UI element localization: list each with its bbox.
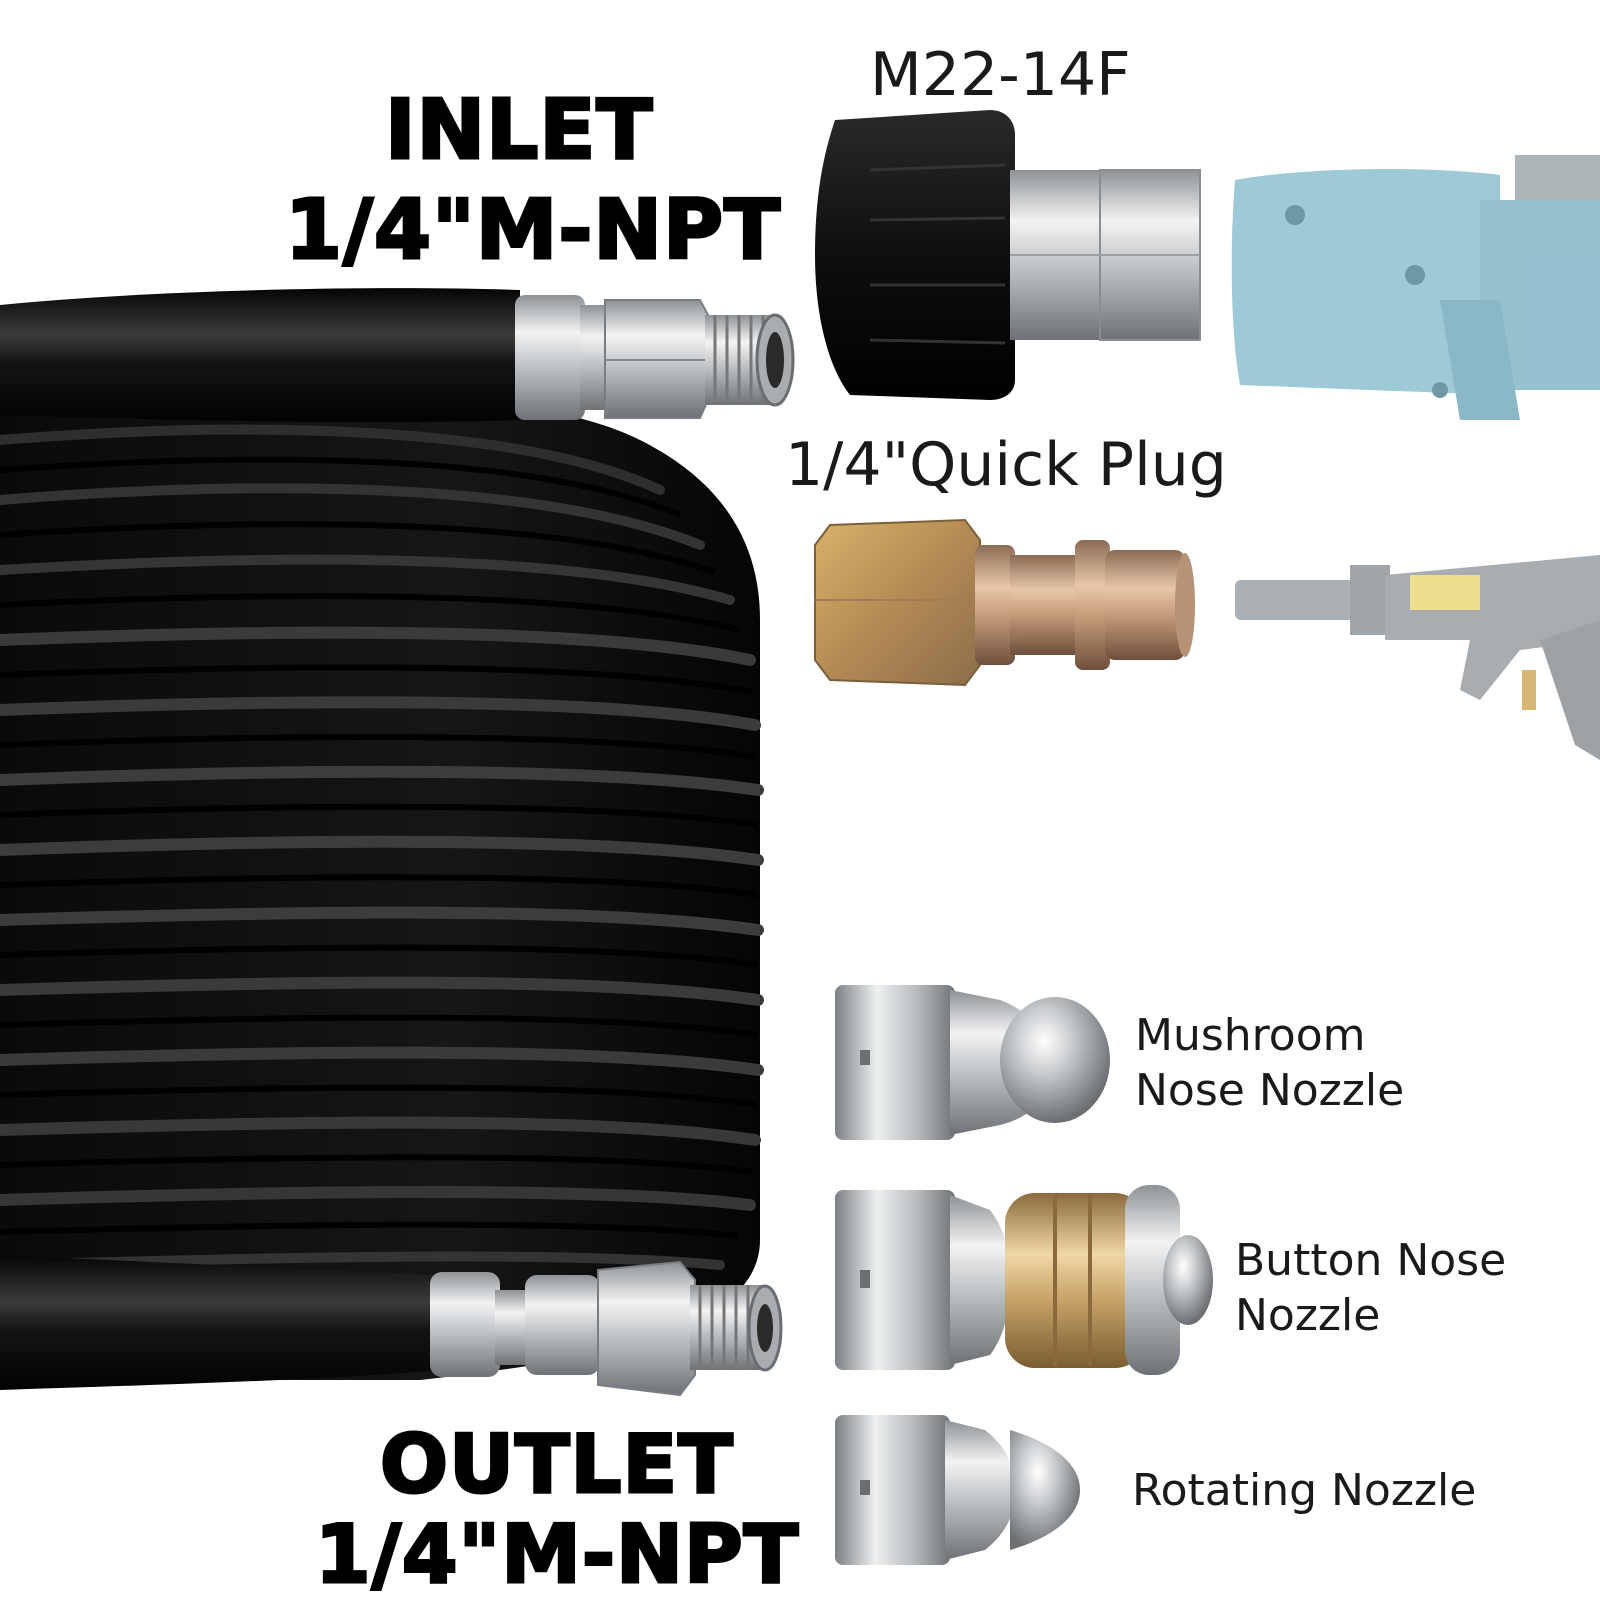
mushroom-nozzle-label-line1: Mushroom [1135, 1010, 1366, 1061]
rotating-nozzle [835, 1415, 1080, 1565]
inlet-title: INLET [383, 83, 654, 178]
button-nozzle-label-line2: Nozzle [1235, 1290, 1381, 1341]
adapter-quick-plug-label: 1/4"Quick Plug [785, 430, 1227, 500]
m22-adapter [815, 110, 1201, 400]
mushroom-nozzle [835, 985, 1110, 1140]
mushroom-nozzle-label-line2: Nose Nozzle [1135, 1065, 1405, 1116]
hose-coil [0, 386, 764, 1381]
rotating-nozzle-label: Rotating Nozzle [1132, 1465, 1477, 1516]
coil-rings [0, 424, 764, 1270]
inlet-fitting [0, 288, 795, 423]
quick-plug [814, 518, 1195, 687]
outlet-fitting [0, 1255, 783, 1397]
outlet-thread: 1/4"M-NPT [313, 1508, 800, 1601]
inlet-thread: 1/4"M-NPT [283, 183, 782, 278]
button-nozzle [835, 1185, 1213, 1375]
pump-illustration [1231, 155, 1600, 420]
button-nozzle-label-line1: Button Nose [1235, 1235, 1507, 1286]
outlet-title: OUTLET [379, 1418, 735, 1511]
adapter-m22-label: M22-14F [870, 40, 1131, 110]
spray-gun-illustration [1235, 555, 1600, 760]
